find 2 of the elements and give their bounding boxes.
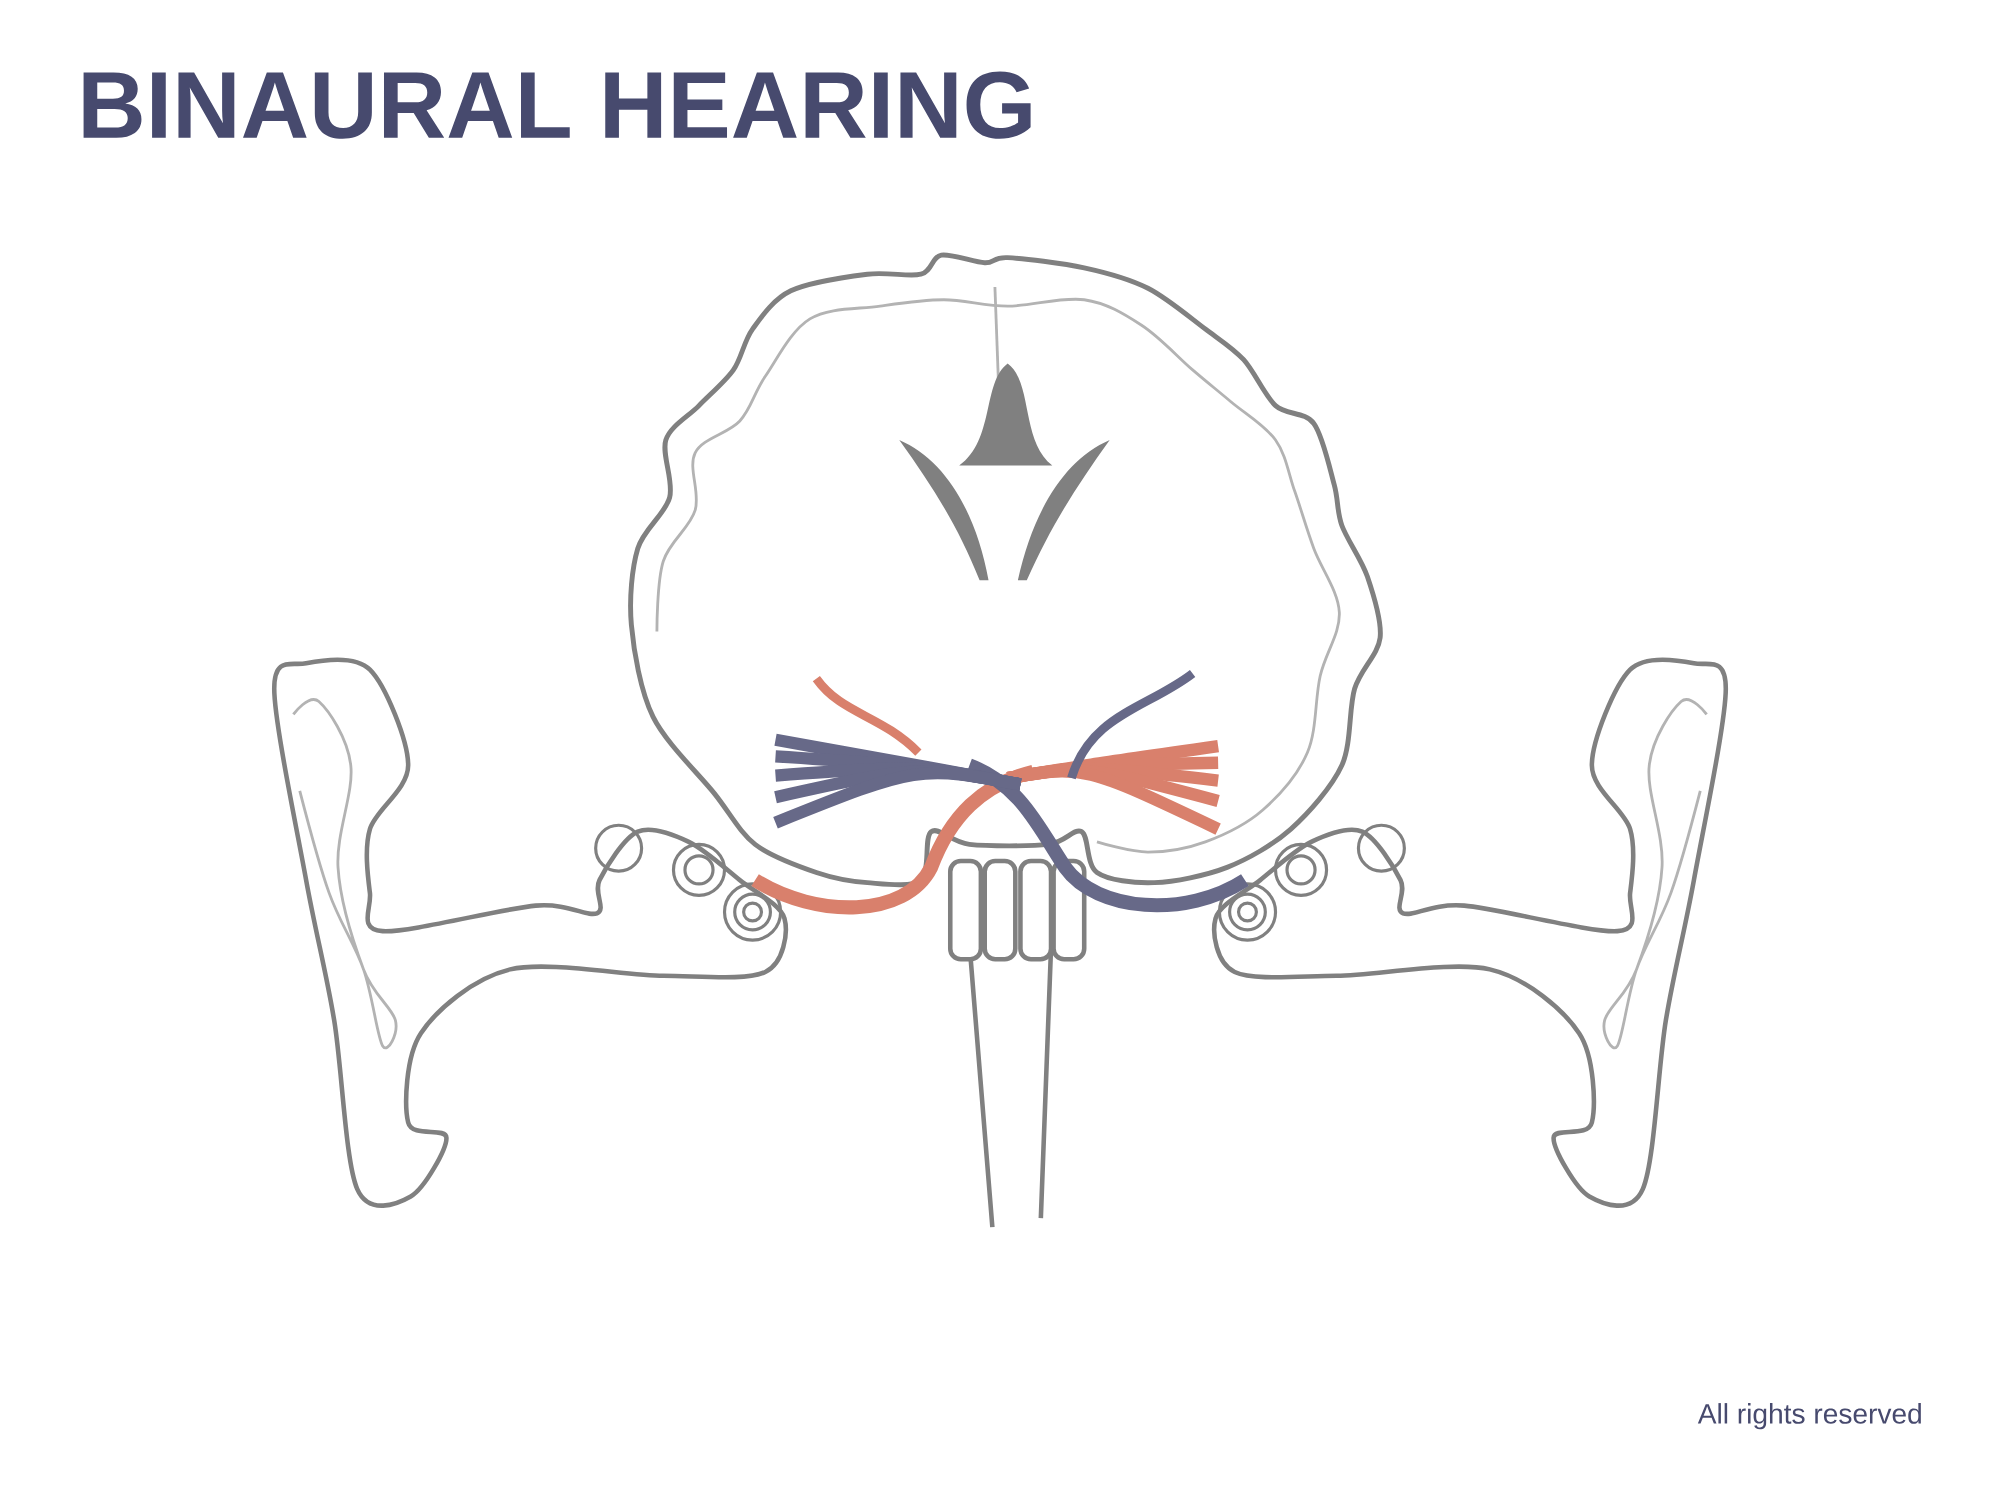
title: BINAURAL HEARING	[83, 71, 1031, 139]
copyright-text: All rights reserved	[1697, 1403, 1921, 1430]
